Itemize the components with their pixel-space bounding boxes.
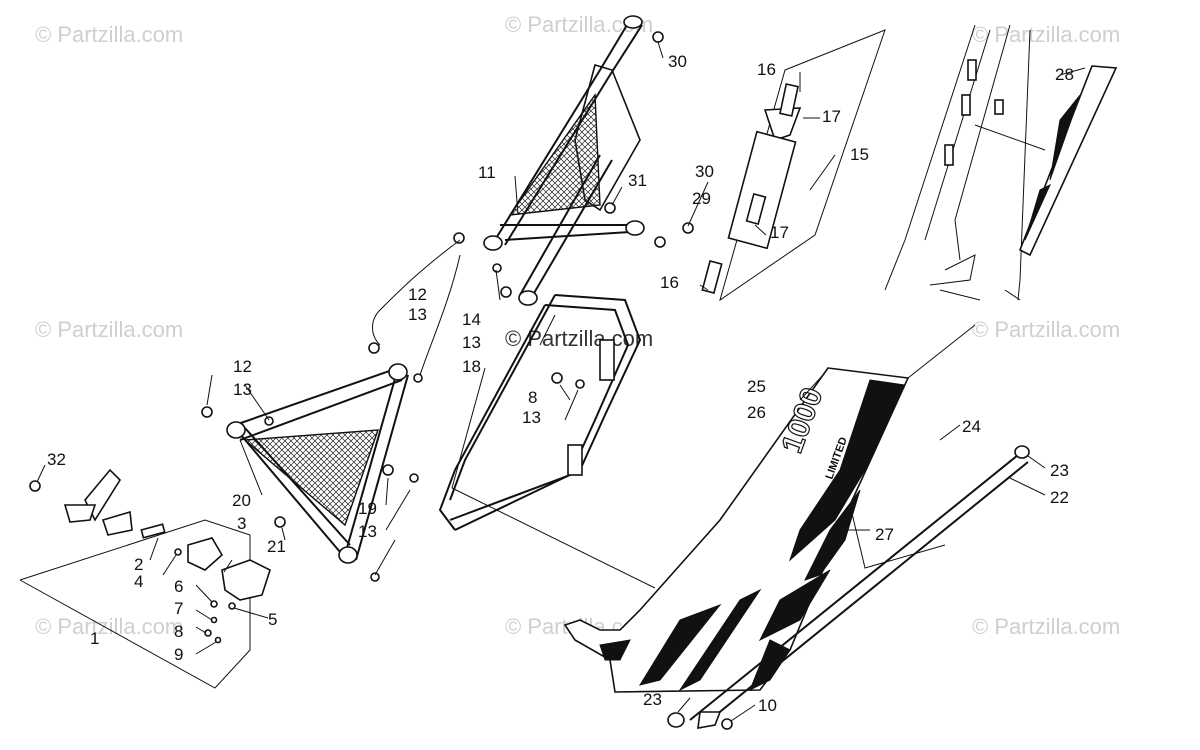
watermark: © Partzilla.com [35,317,183,342]
watermark: © Partzilla.com [35,614,183,639]
callout-12: 12 [233,357,252,376]
upper-door-frame-part [483,15,645,306]
callout-21: 21 [267,537,286,556]
callout-31: 31 [628,171,647,190]
callout-20: 20 [232,491,251,510]
decal-strip-part [1018,65,1118,257]
fasteners [29,31,733,730]
callout-13: 13 [522,408,541,427]
callout-13: 13 [233,380,252,399]
watermark: © Partzilla.com [972,22,1120,47]
callout-13: 13 [358,522,377,541]
lower-door-frame-part [226,363,409,564]
watermark: © Partzilla.com [35,22,183,47]
callout-8: 8 [528,388,537,407]
callout-22: 22 [1050,488,1069,507]
callout-25: 25 [747,377,766,396]
callout-14: 14 [462,310,481,329]
callout-16: 16 [757,60,776,79]
callout-24: 24 [962,417,981,436]
hinge-assembly-part [701,29,886,302]
tube-part [667,445,1030,729]
callout-16: 16 [660,273,679,292]
callout-17: 17 [770,223,789,242]
leader-lines [36,41,1086,722]
callout-13: 13 [462,333,481,352]
callout-19: 19 [358,499,377,518]
callout-3: 3 [237,514,246,533]
callout-9: 9 [174,645,183,664]
callout-1: 1 [90,629,99,648]
vehicle-body-outline [884,24,1046,301]
callout-26: 26 [747,403,766,422]
callout-8: 8 [174,622,183,641]
watermark: © Partzilla.com [972,614,1120,639]
watermark: © Partzilla.com [972,317,1120,342]
callout-27: 27 [875,525,894,544]
callout-29: 29 [692,189,711,208]
callout-30: 30 [695,162,714,181]
callout-17: 17 [822,107,841,126]
callout-7: 7 [174,599,183,618]
callout-28: 28 [1055,65,1074,84]
callout-labels: 30 11 31 30 29 16 17 15 17 16 28 12 13 1… [47,52,1074,715]
side-panel-part: 1000 LIMITED [563,367,910,693]
callout-5: 5 [268,610,277,629]
callout-2: 2 [134,555,143,574]
callout-18: 18 [462,357,481,376]
callout-30: 30 [668,52,687,71]
callout-4: 4 [134,572,143,591]
callout-32: 32 [47,450,66,469]
watermark-center: © Partzilla.com [505,326,653,351]
bracket-part [438,294,642,531]
callout-23: 23 [1050,461,1069,480]
callout-12: 12 [408,285,427,304]
callout-23: 23 [643,690,662,709]
callout-6: 6 [174,577,183,596]
callout-13: 13 [408,305,427,324]
callout-15: 15 [850,145,869,164]
callout-11: 11 [478,163,496,182]
callout-10: 10 [758,696,777,715]
